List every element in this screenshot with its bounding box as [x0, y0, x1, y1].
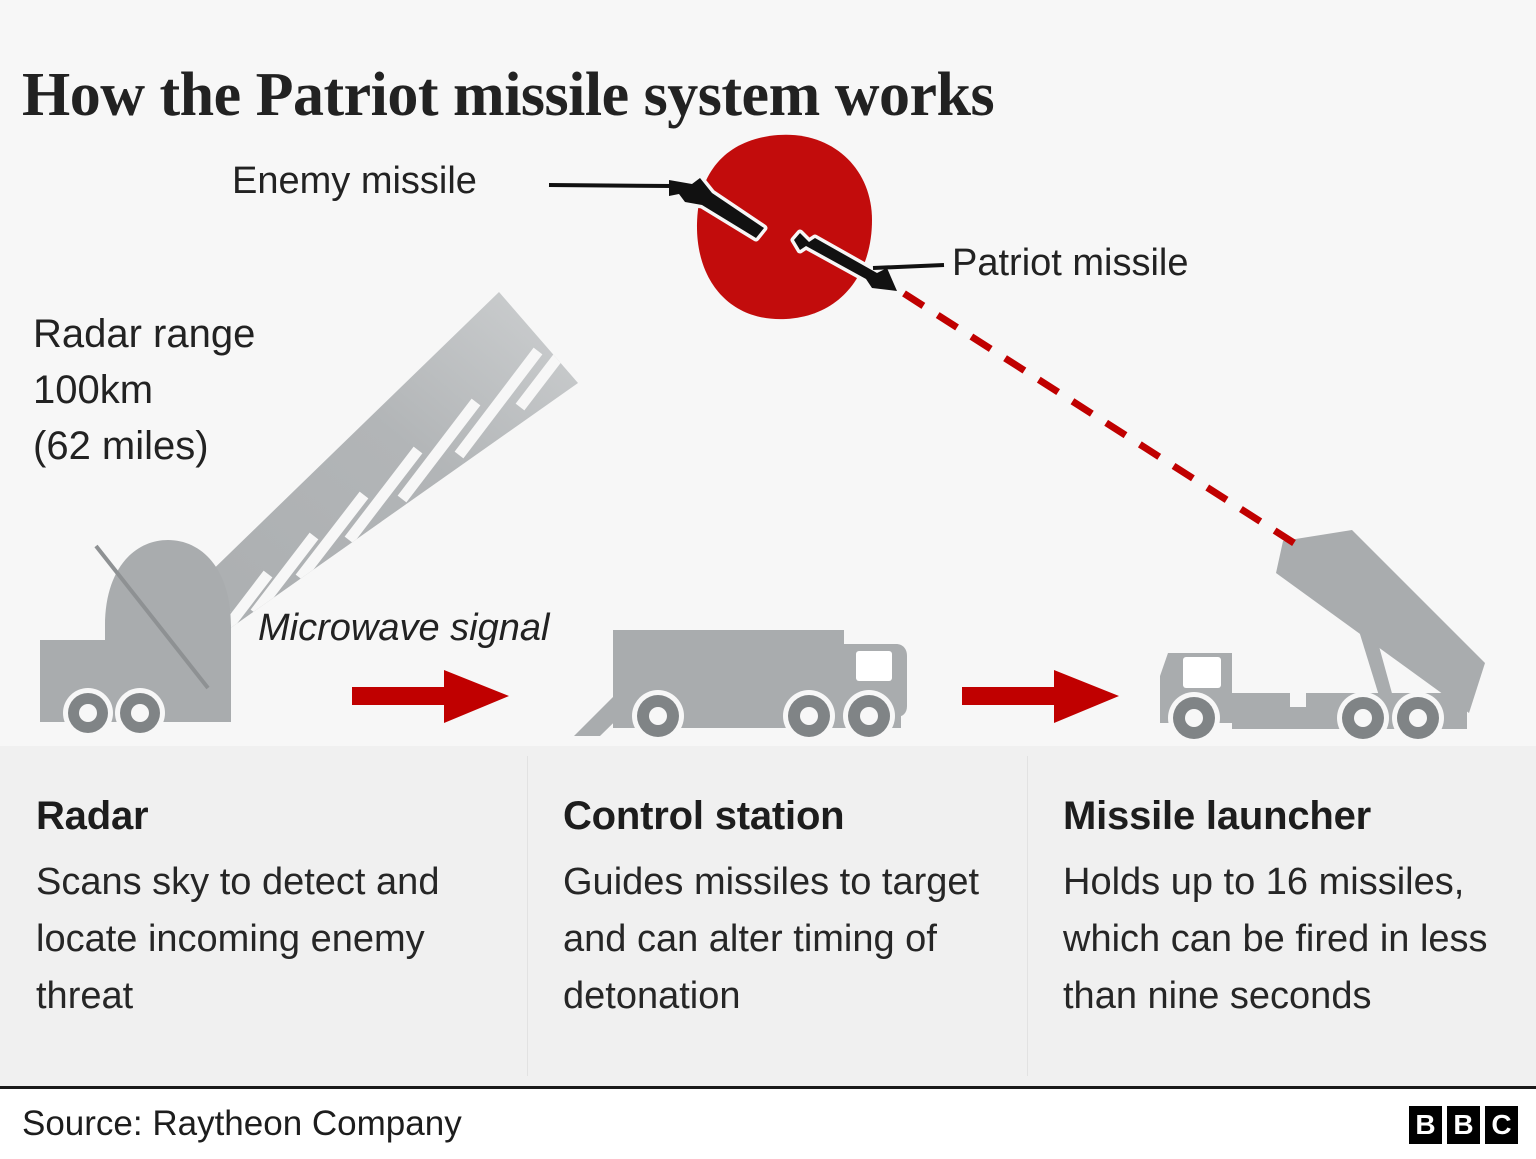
component-body: Holds up to 16 missiles, which can be fi…: [1063, 861, 1488, 1017]
explosion-blob-icon: [696, 134, 872, 320]
bbc-logo: B B C: [1409, 1106, 1518, 1144]
component-body: Guides missiles to target and can alter …: [563, 861, 980, 1017]
component-column-control-station: Control station Guides missiles to targe…: [527, 746, 1027, 1086]
component-body: Scans sky to detect and locate incoming …: [36, 861, 440, 1017]
patriot-missile-label: Patriot missile: [952, 242, 1189, 284]
component-column-missile-launcher: Missile launcher Holds up to 16 missiles…: [1027, 746, 1536, 1086]
flow-arrow-2-icon: [962, 670, 1119, 723]
component-description-panel: Radar Scans sky to detect and locate inc…: [0, 746, 1536, 1086]
radar-range-line-3: (62 miles): [33, 424, 209, 468]
radar-range-line-2: 100km: [33, 368, 154, 412]
launcher-truck-icon: [1160, 530, 1485, 744]
microwave-signal-label: Microwave signal: [258, 607, 550, 649]
enemy-missile-icon: [665, 174, 768, 242]
component-title: Control station: [563, 794, 845, 838]
footer-divider: [0, 1086, 1536, 1089]
component-title: Missile launcher: [1063, 794, 1372, 838]
bbc-logo-letter-2: B: [1447, 1106, 1480, 1144]
patriot-trajectory-line: [895, 286, 1296, 546]
enemy-missile-label: Enemy missile: [232, 160, 477, 202]
radar-range-line-1: Radar range: [33, 312, 256, 356]
bbc-logo-letter-1: B: [1409, 1106, 1442, 1144]
footer: Source: Raytheon Company B B C: [0, 1086, 1536, 1159]
enemy-missile-leader-line: [548, 183, 673, 188]
radar-truck-icon: [40, 540, 231, 738]
component-column-radar: Radar Scans sky to detect and locate inc…: [0, 746, 527, 1086]
page-title: How the Patriot missile system works: [22, 60, 995, 129]
component-title: Radar: [36, 794, 149, 838]
patriot-missile-icon: [790, 229, 901, 295]
box-truck-icon: [574, 630, 907, 742]
radar-range-label: Radar range 100km (62 miles): [33, 306, 363, 474]
flow-arrow-1-icon: [352, 670, 509, 723]
bbc-logo-letter-3: C: [1485, 1106, 1518, 1144]
source-attribution: Source: Raytheon Company: [22, 1104, 462, 1143]
patriot-missile-leader-line: [872, 263, 945, 270]
diagram-stage: [40, 134, 1485, 744]
